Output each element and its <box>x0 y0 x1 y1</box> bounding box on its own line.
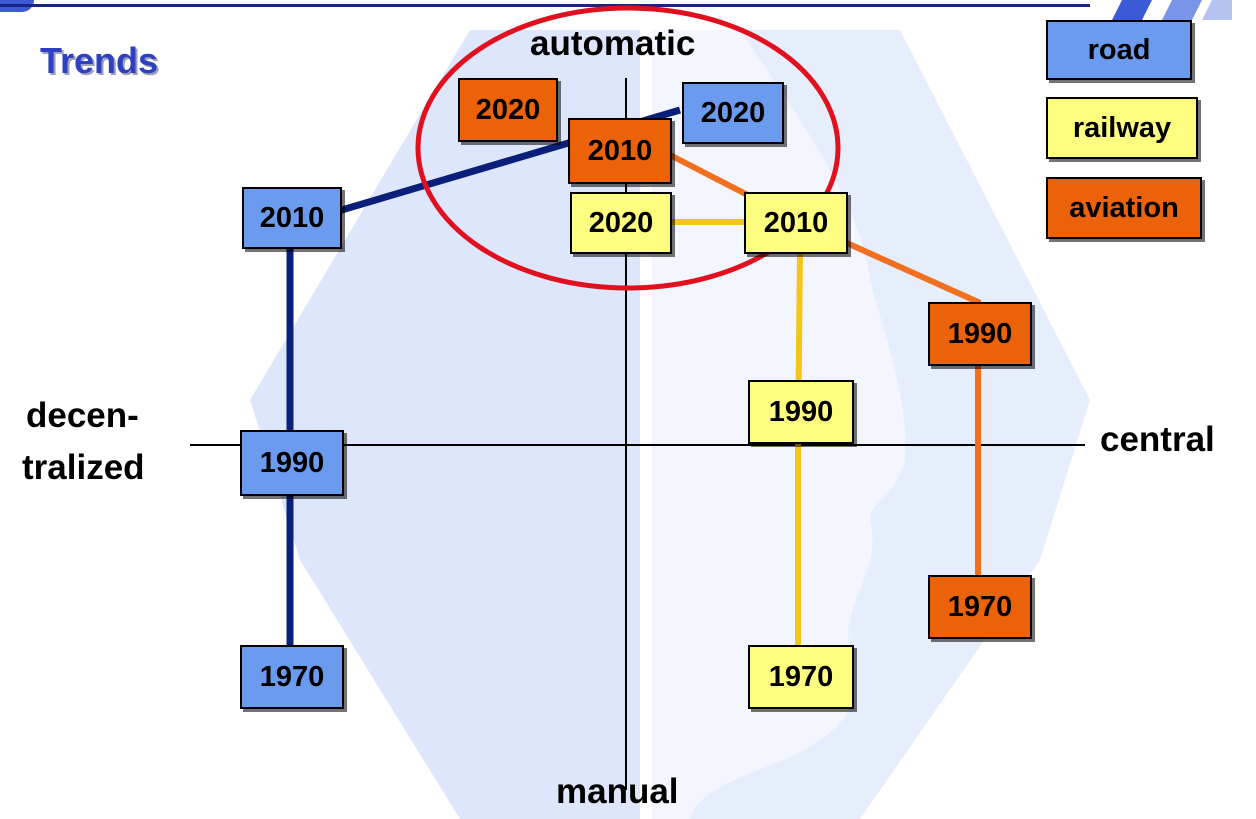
header-corner-right <box>1112 0 1232 20</box>
legend-road: road <box>1046 20 1192 80</box>
road-box-1990: 1990 <box>240 430 344 496</box>
railway-box-1970: 1970 <box>748 645 854 709</box>
railway-box-1990: 1990 <box>748 380 854 444</box>
header-rule <box>0 4 1090 7</box>
road-box-2010: 2010 <box>242 187 342 249</box>
aviation-box-1990: 1990 <box>928 302 1032 366</box>
highlight-circle <box>415 5 841 291</box>
aviation-box-1970: 1970 <box>928 575 1032 639</box>
axis-label-decentralized-2: tralized <box>22 448 145 487</box>
legend-aviation: aviation <box>1046 177 1202 239</box>
road-box-1970: 1970 <box>240 645 344 709</box>
page-title: Trends <box>40 40 159 81</box>
railway-box-2020: 2020 <box>570 192 672 254</box>
aviation-box-2010: 2010 <box>568 118 672 184</box>
road-box-2020: 2020 <box>682 82 784 144</box>
legend-railway: railway <box>1046 97 1198 159</box>
axis-label-automatic: automatic <box>530 24 696 63</box>
axis-label-central: central <box>1100 420 1215 459</box>
background-left-shape <box>250 30 640 819</box>
railway-box-2010: 2010 <box>744 192 848 254</box>
axis-label-manual: manual <box>556 772 679 811</box>
axis-label-decentralized-1: decen- <box>26 396 139 435</box>
aviation-box-2020: 2020 <box>458 78 558 142</box>
